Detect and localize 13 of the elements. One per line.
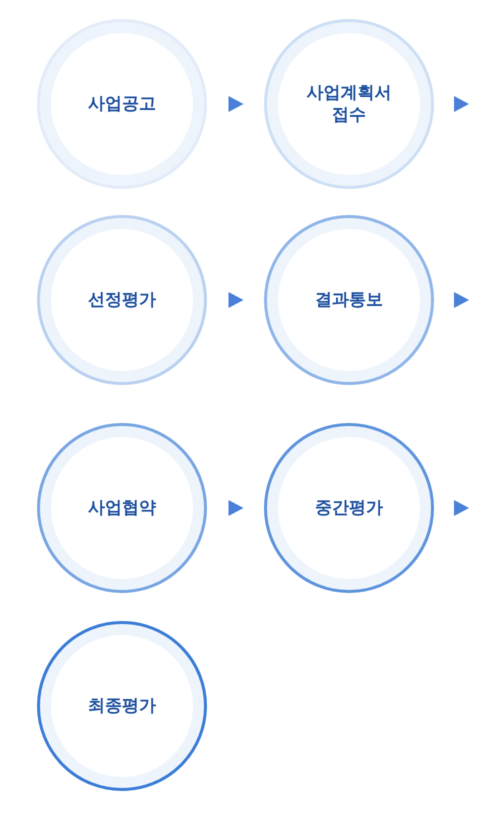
arrow: [454, 500, 469, 516]
arrow: [228, 500, 244, 516]
step-label: 사업공고: [87, 92, 157, 116]
step-label: 사업계획서 접수: [306, 82, 392, 126]
step-label: 선정평가: [87, 288, 157, 312]
arrow: [228, 292, 244, 308]
step-label: 사업협약: [87, 496, 157, 520]
arrow: [454, 96, 469, 112]
step-label: 최종평가: [87, 694, 157, 718]
arrow: [228, 96, 244, 112]
step-label: 중간평가: [314, 496, 384, 520]
step-label: 결과통보: [314, 288, 384, 312]
arrow: [454, 292, 469, 308]
